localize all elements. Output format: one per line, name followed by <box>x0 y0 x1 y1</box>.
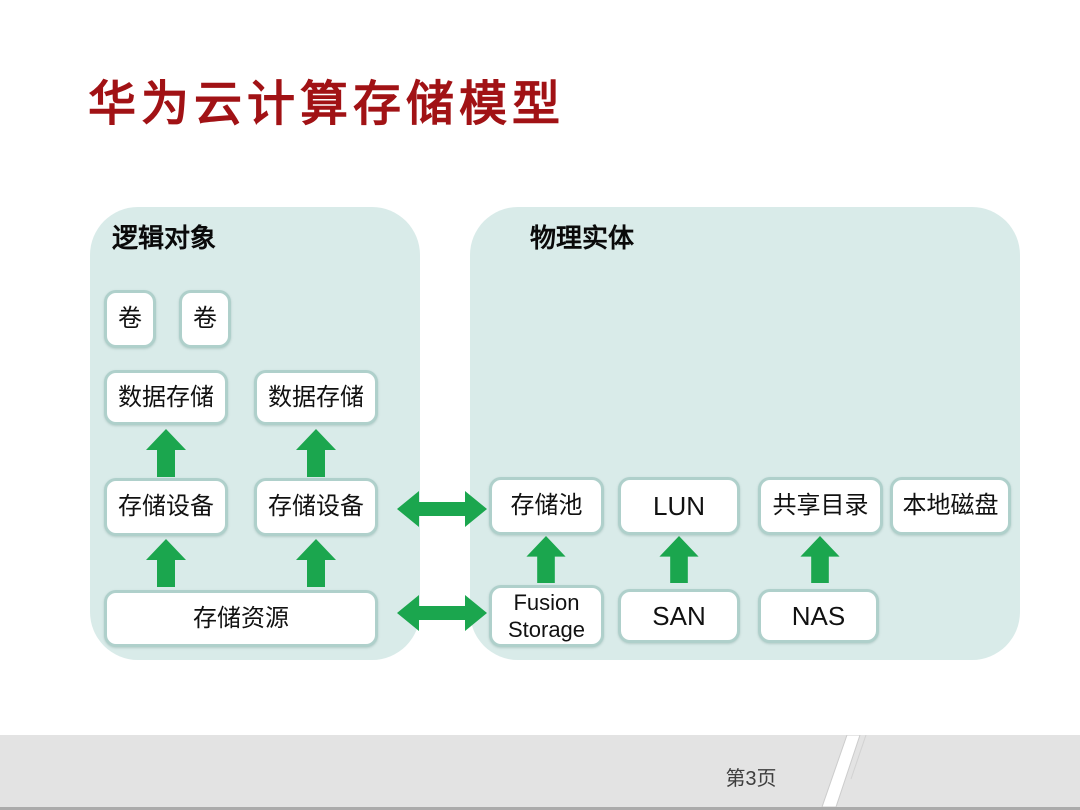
node-storage-device-1: 存储设备 <box>104 478 228 536</box>
up-arrow-icon <box>146 539 186 587</box>
node-storage-device-2: 存储设备 <box>254 478 378 536</box>
node-storage-resource: 存储资源 <box>104 590 378 647</box>
footer-bottom-strip <box>0 807 1080 810</box>
page-title: 华为云计算存储模型 <box>88 78 566 131</box>
double-arrow-icon <box>397 595 487 631</box>
swoosh-decoration-icon <box>821 735 867 807</box>
node-nas: NAS <box>758 589 879 643</box>
up-arrow-icon <box>659 536 699 583</box>
node-san: SAN <box>618 589 740 643</box>
up-arrow-icon <box>146 429 186 477</box>
node-storage-pool: 存储池 <box>489 477 604 535</box>
up-arrow-icon <box>800 536 840 583</box>
node-volume-1: 卷 <box>104 290 156 348</box>
node-fusion-storage: Fusion Storage <box>489 585 604 647</box>
node-datastore-1: 数据存储 <box>104 370 228 425</box>
panel-physical-entities <box>470 207 1020 660</box>
node-datastore-2: 数据存储 <box>254 370 378 425</box>
up-arrow-icon <box>296 429 336 477</box>
up-arrow-icon <box>296 539 336 587</box>
node-volume-2: 卷 <box>179 290 231 348</box>
panel-logical-title: 逻辑对象 <box>112 223 217 253</box>
double-arrow-icon <box>397 491 487 527</box>
panel-logical-objects <box>90 207 420 660</box>
footer-bar <box>0 735 1080 807</box>
node-lun: LUN <box>618 477 740 535</box>
panel-physical-title: 物理实体 <box>530 223 635 253</box>
up-arrow-icon <box>526 536 566 583</box>
node-local-disk: 本地磁盘 <box>890 477 1011 535</box>
page-number: 第3页 <box>725 768 777 790</box>
node-shared-directory: 共享目录 <box>758 477 883 535</box>
